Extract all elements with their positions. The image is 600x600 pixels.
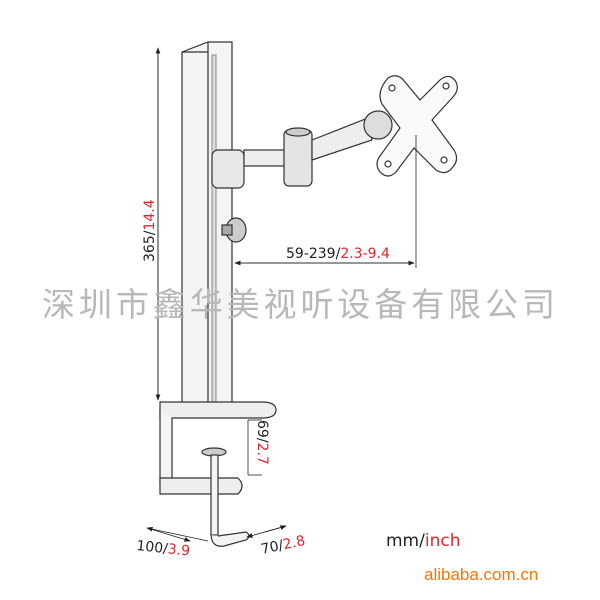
clamp-screw bbox=[210, 454, 219, 536]
clamp-top-plate bbox=[159, 401, 277, 419]
lower-arm bbox=[243, 149, 291, 167]
dimension-lines bbox=[146, 47, 417, 542]
height-dimension-label: 365/14.4 bbox=[142, 199, 158, 262]
company-watermark: 深圳市鑫华美视听设备有限公司 bbox=[42, 285, 556, 324]
mount-illustration bbox=[159, 41, 458, 547]
arm-joint bbox=[283, 129, 313, 187]
clamp-bottom-plate bbox=[159, 477, 243, 495]
clamp-opening-dimension-label: 69/2.7 bbox=[254, 420, 270, 465]
clamp-depth-dimension-label: 100/3.9 bbox=[136, 538, 191, 560]
arm-collar bbox=[211, 149, 245, 189]
units-legend: mm/inch bbox=[386, 531, 460, 551]
clamp-width-dimension-label: 70/2.8 bbox=[260, 533, 307, 558]
vesa-plate bbox=[376, 75, 458, 177]
site-watermark: alibaba.com.cn bbox=[424, 565, 538, 584]
arm-reach-dimension-label: 59-239/2.3-9.4 bbox=[286, 246, 390, 262]
upper-arm bbox=[311, 117, 373, 161]
